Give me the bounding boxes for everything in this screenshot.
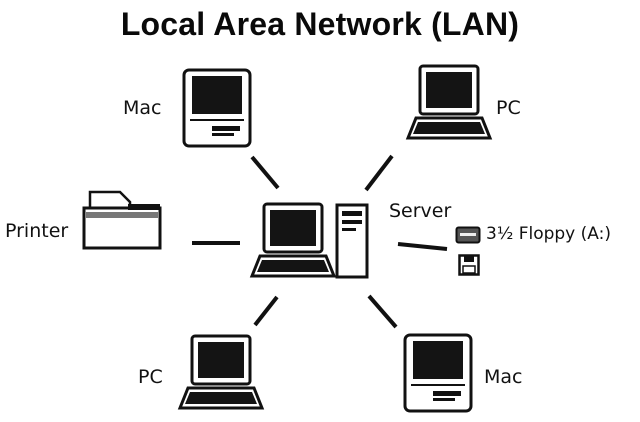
floppy-drive-icon	[455, 226, 481, 244]
label-pc-bottom: PC	[138, 366, 163, 388]
mac-computer-icon	[182, 68, 252, 148]
label-mac-top: Mac	[123, 97, 162, 119]
floppy-disk-icon	[458, 254, 480, 276]
label-pc-top: PC	[496, 97, 521, 119]
laptop-icon	[249, 202, 337, 278]
label-server: Server	[389, 200, 452, 222]
server-tower-icon	[335, 203, 369, 279]
link-mac-bottom	[367, 294, 398, 329]
label-floppy: 3½ Floppy (A:)	[486, 224, 611, 244]
link-pc-top	[364, 154, 394, 192]
diagram-title: Local Area Network (LAN)	[120, 6, 520, 42]
link-floppy	[397, 242, 448, 251]
mac-computer-icon	[403, 333, 473, 413]
link-pc-bottom	[253, 295, 279, 327]
label-mac-bottom: Mac	[484, 366, 523, 388]
printer-icon	[82, 190, 162, 250]
laptop-icon	[405, 64, 493, 140]
link-mac-top	[250, 155, 280, 190]
laptop-icon	[177, 334, 265, 410]
label-printer: Printer	[5, 220, 69, 242]
